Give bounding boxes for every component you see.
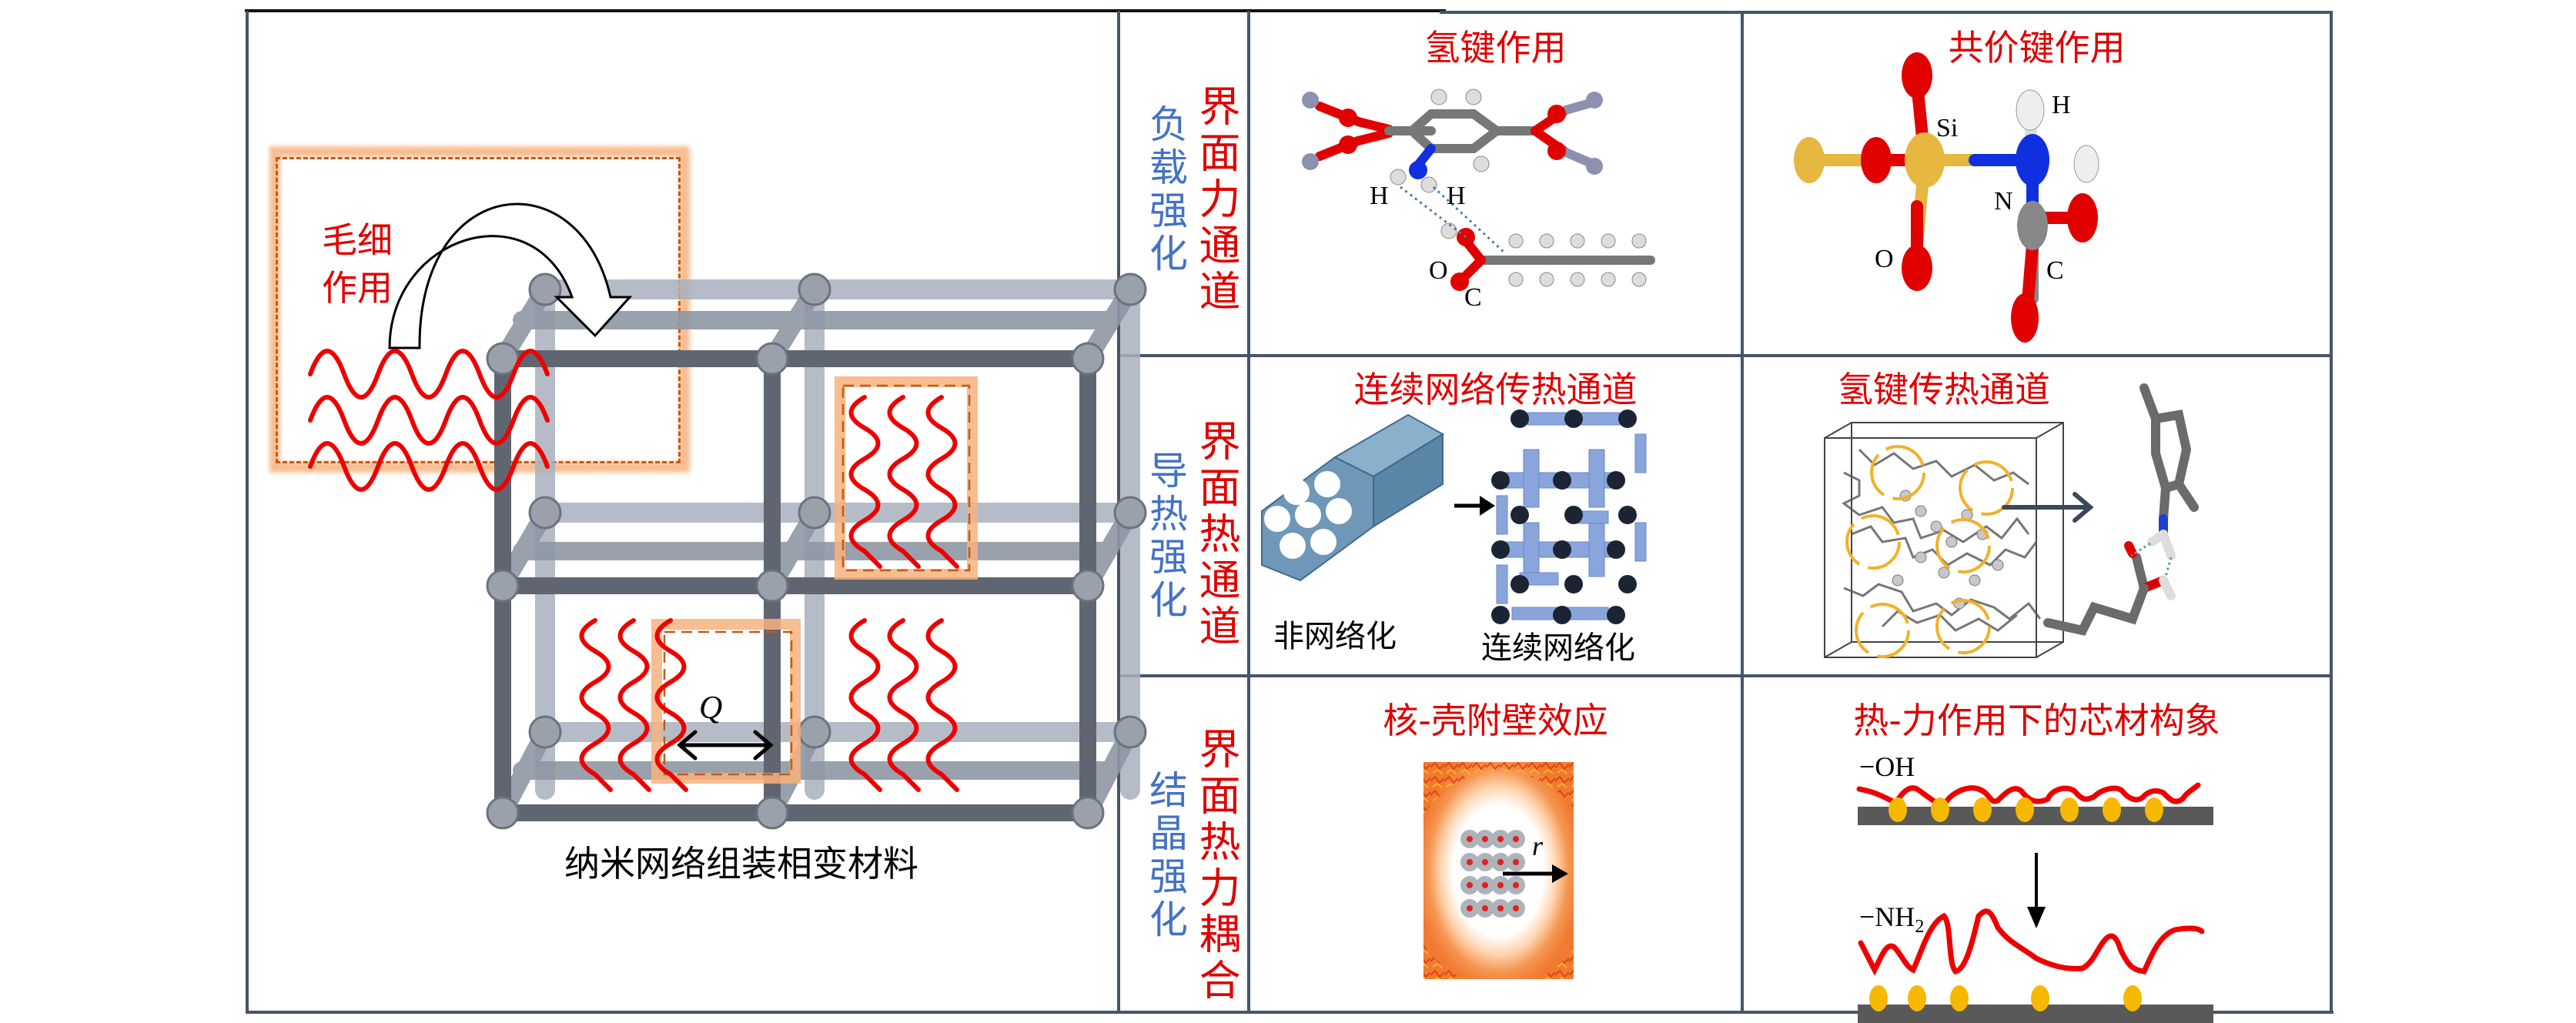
cell-title-continuous-network: 连续网络传热通道 xyxy=(1353,369,1638,410)
pore-highlight-dash-top-right xyxy=(841,384,971,572)
figure-caption: 纳米网络组装相变材料 xyxy=(564,843,918,884)
hbond-stick-molecule xyxy=(2043,383,2199,636)
group-label-nh2: −NH2 xyxy=(1859,901,1924,938)
pore-chains-bottom-left xyxy=(579,618,688,792)
atom-label-c: C xyxy=(1464,283,1482,312)
cell-core-conformation: 热-力作用下的芯材构象 −OH −NH2 xyxy=(1744,677,2330,1023)
zoom-arrow-icon xyxy=(2002,492,2094,523)
row-category-thermal: 导热强化 xyxy=(1143,450,1188,623)
table-middle-column-border xyxy=(1741,11,1744,1014)
label-continuous-networked: 连续网络化 xyxy=(1481,630,1635,666)
capillary-label-line-1: 毛细 xyxy=(322,219,393,261)
hydrogen-bond-molecule xyxy=(1302,89,1655,291)
oh-anchor-points xyxy=(1889,797,2163,822)
row-mechanism-interface-force: 界面力通道 xyxy=(1192,85,1240,316)
cell-title-core-conformation: 热-力作用下的芯材构象 xyxy=(1853,700,2220,741)
atom-label-o: O xyxy=(1429,256,1448,285)
core-conformation-illustration xyxy=(1856,782,2213,1023)
table-row-divider-1 xyxy=(1117,354,2333,357)
cell-core-shell-effect: 核-壳附壁效应 xyxy=(1250,677,1741,1011)
network-lattice-icon xyxy=(1491,410,1647,624)
table-label-column-border xyxy=(1247,11,1250,1014)
cell-hydrogen-bond: 氢键作用 xyxy=(1250,14,1741,354)
atom-label-h-left: H xyxy=(1370,182,1389,210)
row-mechanism-interface-thermomechanical: 界面热力耦合 xyxy=(1192,727,1240,1005)
radius-label: r xyxy=(1532,831,1544,861)
group-label-oh: −OH xyxy=(1859,751,1915,782)
group-label-subscript: 2 xyxy=(1915,917,1925,938)
row-mechanism-interface-heat: 界面热通道 xyxy=(1192,420,1240,650)
nanonetwork-framework xyxy=(308,202,1147,830)
covalent-bond-molecule xyxy=(1794,52,2099,343)
row-category-load: 负载强化 xyxy=(1143,104,1188,276)
outer-top-border-right xyxy=(1440,11,2333,14)
table-row-divider-2 xyxy=(1117,674,2333,677)
q-label: Q xyxy=(699,690,723,726)
hbond-highlight-circles xyxy=(1845,445,2014,658)
cell-title-core-shell-effect: 核-壳附壁效应 xyxy=(1383,700,1608,741)
row-category-crystallization: 结晶强化 xyxy=(1143,770,1188,942)
q-double-arrow-icon xyxy=(677,730,774,761)
label-non-networked: 非网络化 xyxy=(1273,619,1397,654)
pore-highlight-glow-top-right xyxy=(835,376,978,580)
hexagonal-bundle-icon xyxy=(1261,413,1444,582)
radius-arrow-icon xyxy=(1503,864,1568,883)
atom-label-o: O xyxy=(1875,245,1894,273)
hbond-heat-channel-illustration xyxy=(1824,383,2199,658)
cell-title-covalent-bond: 共价键作用 xyxy=(1948,27,2126,69)
capillary-label-line-2: 作用 xyxy=(322,267,393,309)
atom-label-n: N xyxy=(1994,187,2013,216)
outer-bottom-border xyxy=(246,1011,2333,1014)
down-arrow-icon xyxy=(2027,853,2046,928)
atom-label-c: C xyxy=(2046,256,2064,285)
nh2-anchor-points xyxy=(1869,985,2142,1011)
left-panel: 毛细 作用 xyxy=(249,12,1147,1011)
cell-hbond-heat-channel: 氢键传热通道 xyxy=(1744,357,2330,674)
nh2-chain xyxy=(1858,908,2205,976)
capillary-label: 毛细 作用 xyxy=(322,216,393,312)
atom-label-h: H xyxy=(2052,91,2071,119)
group-label-nh: −NH xyxy=(1859,901,1915,932)
capillary-chains xyxy=(308,349,550,492)
capillary-curved-arrow-icon xyxy=(388,202,633,349)
transition-arrow-icon xyxy=(1454,496,1495,516)
cell-title-hbond-heat-channel: 氢键传热通道 xyxy=(1838,369,2050,410)
continuous-network-illustration xyxy=(1261,410,1647,624)
core-crystal-grid xyxy=(1460,830,1525,918)
cell-title-hydrogen-bond: 氢键作用 xyxy=(1424,27,1567,69)
oh-chain xyxy=(1856,782,2201,807)
hbond-dotted-lines xyxy=(2130,542,2173,577)
cell-covalent-bond: 共价键作用 Si H N O C xyxy=(1744,14,2330,354)
atom-label-h-right: H xyxy=(1447,182,1466,210)
cell-continuous-network: 连续网络传热通道 xyxy=(1250,357,1741,674)
core-shell-illustration xyxy=(1423,762,1574,979)
atom-label-si: Si xyxy=(1936,114,1959,142)
hydrogen-bond-dotted-lines xyxy=(1400,186,1506,254)
pore-chains-bottom-right xyxy=(848,618,959,792)
outer-top-border-left xyxy=(245,9,1446,12)
pore-chains-top-right xyxy=(848,395,959,569)
outer-right-border xyxy=(2330,11,2333,1014)
framework-nodes xyxy=(486,272,1147,830)
pore-highlight-dash-bottom-left xyxy=(663,630,793,776)
outer-left-border xyxy=(246,11,249,1014)
simulation-box xyxy=(1824,422,2064,658)
